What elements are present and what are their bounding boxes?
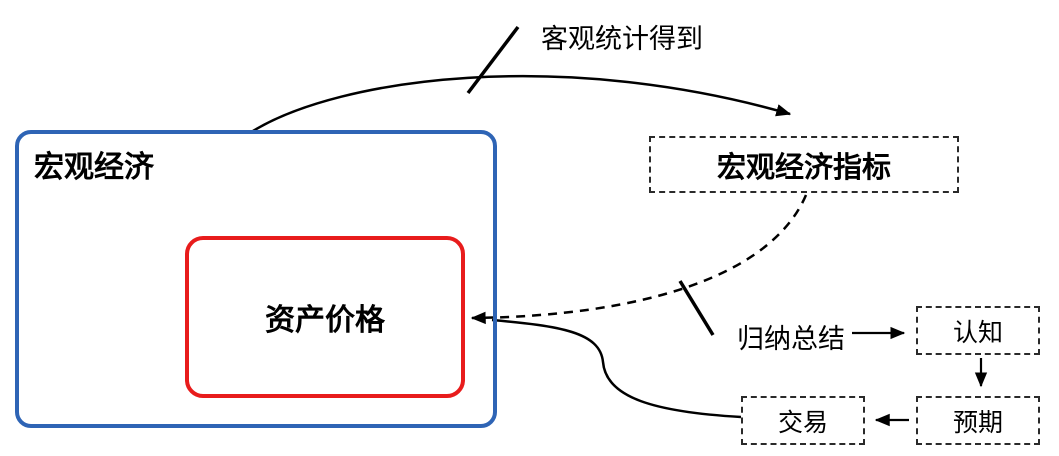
- macro-economy-label: 宏观经济: [34, 151, 154, 184]
- expectation-box: 预期: [916, 396, 1040, 445]
- trade-box: 交易: [741, 396, 865, 445]
- objective-statistics-label: 客观统计得到: [541, 24, 703, 54]
- asset-price-box: 资产价格: [185, 236, 465, 398]
- expectation-label: 预期: [952, 408, 1003, 437]
- asset-price-label: 资产价格: [265, 304, 385, 337]
- cognition-box: 认知: [916, 306, 1040, 355]
- cognition-label: 认知: [952, 318, 1003, 347]
- trade-to-asset-curve: [491, 318, 742, 419]
- summarize-label: 归纳总结: [737, 324, 845, 354]
- macro-indicators-label: 宏观经济指标: [716, 151, 891, 184]
- macro-economy-box: [15, 130, 497, 428]
- macro-indicators-box: 宏观经济指标: [649, 136, 959, 193]
- summary-label-leader-line: [678, 280, 715, 336]
- statistics-curve-arrow: [252, 74, 792, 133]
- summary-dashed-arrow: [470, 194, 808, 325]
- statistics-label-leader-line: [466, 25, 520, 95]
- trade-label: 交易: [777, 408, 828, 437]
